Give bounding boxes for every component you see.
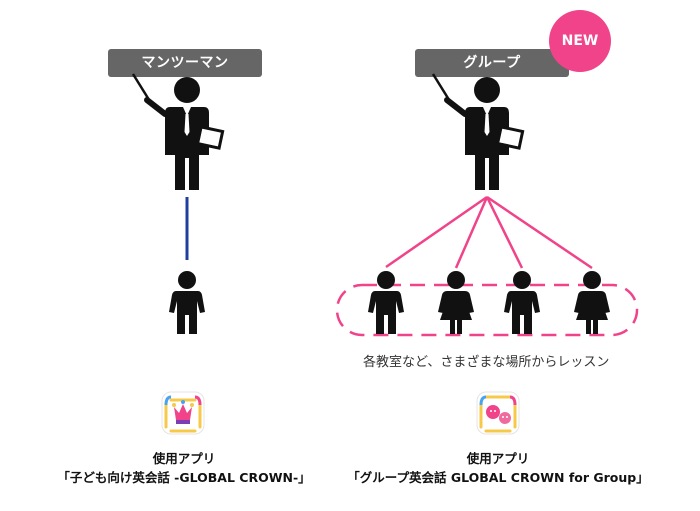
teacher-figure-left: [133, 74, 223, 190]
right-app-name: 「グループ英会話 GLOBAL CROWN for Group」: [347, 470, 649, 485]
group-location-caption: 各教室など、さまざまな場所からレッスン: [363, 355, 610, 370]
student-figure-4: [574, 271, 610, 334]
left-app-label: 使用アプリ 「子ども向け英会話 -GLOBAL CROWN-」: [34, 449, 334, 487]
student-figure-3: [504, 271, 540, 334]
chat-app-icon: [476, 391, 520, 435]
one-on-one-label: マンツーマン: [108, 49, 262, 77]
crown-app-icon: [161, 391, 205, 435]
student-figure-2: [438, 271, 474, 334]
left-app-caption: 使用アプリ: [152, 451, 216, 466]
new-badge: NEW: [549, 10, 611, 72]
student-figure-left: [169, 271, 205, 334]
teacher-figure-right: [433, 74, 523, 190]
left-app-name: 「子ども向け英会話 -GLOBAL CROWN-」: [57, 470, 311, 485]
student-figure-1: [368, 271, 404, 334]
right-app-caption: 使用アプリ: [466, 451, 530, 466]
group-dashed-outline: [335, 283, 639, 337]
right-app-label: 使用アプリ 「グループ英会話 GLOBAL CROWN for Group」: [338, 449, 658, 487]
group-label: グループ: [415, 49, 569, 77]
group-connection-lines: [385, 195, 593, 270]
